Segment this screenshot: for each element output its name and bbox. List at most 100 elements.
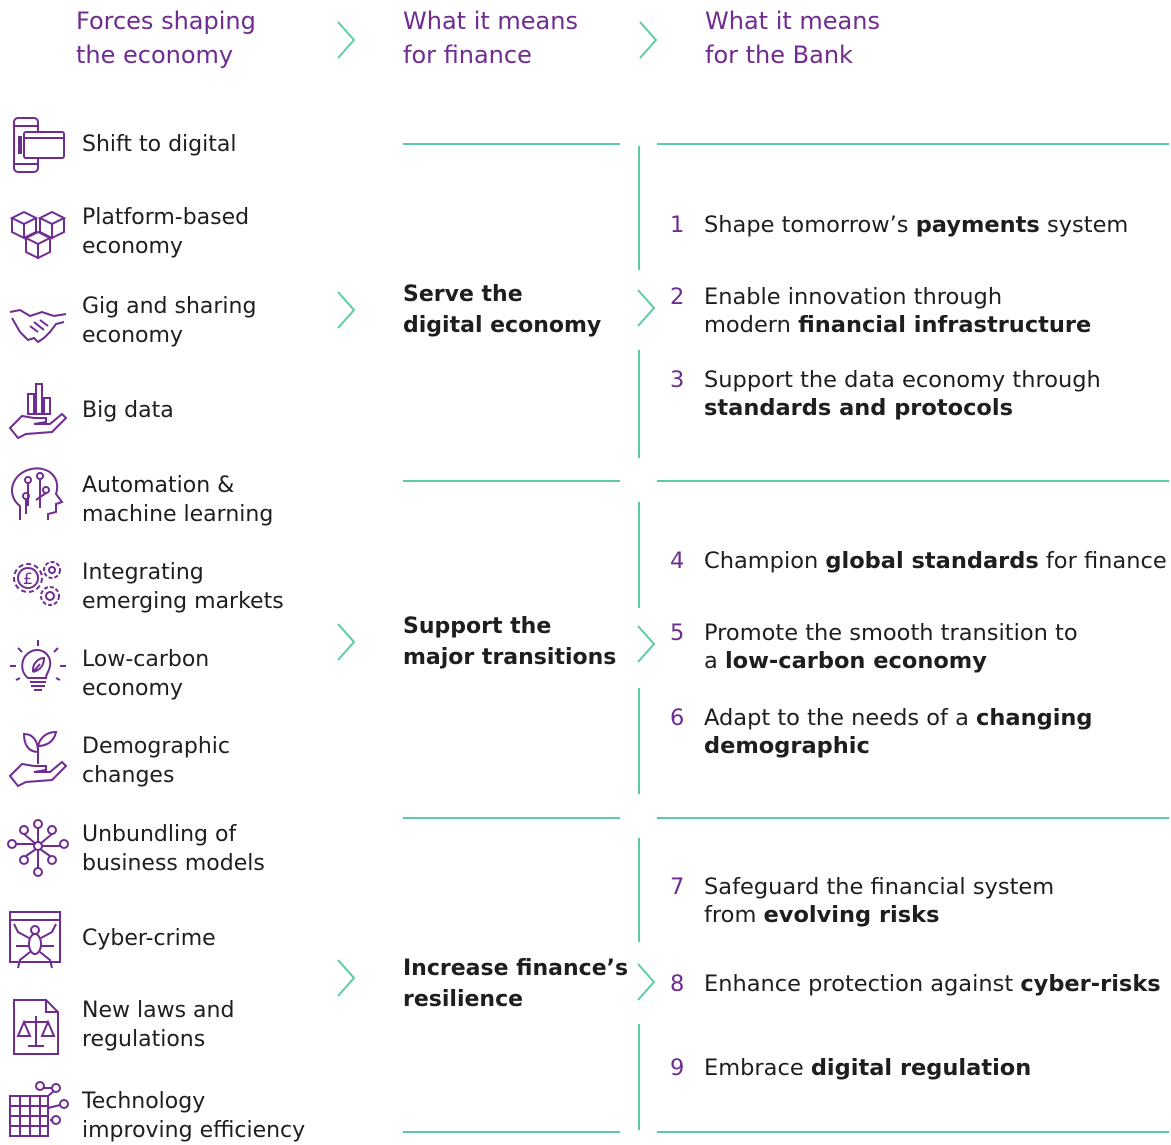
item-text-bold: financial infrastructure (798, 312, 1092, 338)
vertical-divider (638, 350, 640, 458)
item-text: Safeguard the financial system (704, 874, 1055, 900)
vertical-divider (638, 146, 640, 270)
document-scales-icon (13, 999, 59, 1055)
force-label: Platform-based (82, 205, 250, 230)
chevron-right-icon (337, 291, 356, 329)
item-text-bold: payments (915, 212, 1040, 238)
item-text: modern (704, 312, 799, 338)
lightbulb-leaf-icon (10, 640, 66, 691)
force-label: economy (82, 676, 183, 701)
force-item: Cyber-crime (82, 924, 216, 953)
force-label: Shift to digital (82, 132, 237, 157)
divider-finance (403, 817, 620, 819)
cubes-icon (9, 210, 67, 260)
item-text: Embrace (704, 1055, 811, 1081)
chevron-right-icon (337, 623, 356, 661)
item-text-bold: digital regulation (810, 1055, 1032, 1081)
theme-serve-digital: Serve the digital economy (403, 279, 601, 341)
item-text-bold: global standards (825, 548, 1039, 574)
item-text: Shape tomorrow’s (704, 212, 916, 238)
bug-window-icon (9, 911, 61, 969)
pound-gears-icon: £ (13, 561, 61, 606)
item-text: system (1039, 212, 1129, 238)
theme-resilience: Increase finance’s resilience (403, 953, 628, 1015)
force-label: Demographic (82, 734, 230, 759)
chevron-right-icon (337, 21, 356, 59)
header-finance-line1: What it means (403, 7, 578, 35)
network-nodes-icon (7, 819, 69, 877)
handshake-icon (9, 308, 67, 344)
item-number: 4 (670, 548, 685, 574)
force-label: Integrating (82, 560, 204, 585)
item-text-bold: demographic (704, 733, 870, 759)
theme-label: Increase finance’s (403, 956, 629, 981)
hand-plant-icon (8, 730, 68, 788)
force-item: Low-carbon economy (82, 645, 209, 703)
header-bank-line1: What it means (705, 7, 880, 35)
force-item: Automation & machine learning (82, 471, 273, 529)
grid-network-icon (9, 1081, 69, 1137)
header-finance-line2: for finance (403, 41, 532, 69)
item-text: Support the data economy through (704, 367, 1101, 393)
item-number: 1 (670, 212, 685, 238)
force-label: regulations (82, 1027, 206, 1052)
item-text: Enhance protection against (704, 971, 1021, 997)
item-number: 7 (670, 874, 685, 900)
header-bank-line2: for the Bank (705, 41, 853, 69)
item-text: for finance (1038, 548, 1167, 574)
force-item: Demographic changes (82, 732, 230, 790)
force-item: Gig and sharing economy (82, 292, 256, 350)
item-text: from (704, 902, 764, 928)
force-label: changes (82, 763, 175, 788)
force-label: Cyber-crime (82, 926, 216, 951)
vertical-divider (638, 688, 640, 794)
force-label: Gig and sharing (82, 294, 257, 319)
force-label: economy (82, 323, 183, 348)
theme-major-transitions: Support the major transitions (403, 611, 616, 673)
item-number: 5 (670, 620, 685, 646)
item-text: Enable innovation through (704, 284, 1003, 310)
force-item: Shift to digital (82, 130, 236, 159)
vertical-divider (638, 838, 640, 942)
theme-label: digital economy (403, 313, 602, 338)
divider-finance (403, 143, 620, 145)
svg-text:£: £ (23, 569, 33, 588)
theme-label: Support the (403, 614, 552, 639)
force-item: New laws and regulations (82, 996, 234, 1054)
force-label: New laws and (82, 998, 235, 1023)
force-item: Technology improving efficiency (82, 1087, 305, 1145)
theme-label: resilience (403, 987, 524, 1012)
chevron-right-icon (637, 289, 656, 327)
chevron-right-icon (639, 21, 658, 59)
header-forces: Forces shaping the economy (76, 4, 256, 72)
item-text-bold: low-carbon economy (724, 648, 987, 674)
header-forces-line2: the economy (76, 41, 234, 69)
force-label: improving efficiency (82, 1118, 306, 1143)
force-item: Unbundling of business models (82, 820, 265, 878)
theme-label: major transitions (403, 645, 617, 670)
item-number: 8 (670, 971, 685, 997)
item-text: a (704, 648, 725, 674)
force-label: Unbundling of (82, 822, 237, 847)
divider-bank (657, 1131, 1169, 1133)
item-number: 3 (670, 367, 685, 393)
force-label: Technology (82, 1089, 206, 1114)
divider-bank (657, 143, 1169, 145)
item-number: 2 (670, 284, 685, 310)
divider-finance (403, 480, 620, 482)
item-text-bold: standards and protocols (704, 395, 1013, 421)
chevron-right-icon (637, 963, 656, 1001)
item-text: Promote the smooth transition to (704, 620, 1078, 646)
divider-finance (403, 1131, 620, 1133)
header-bank: What it means for the Bank (705, 4, 880, 72)
item-text: Adapt to the needs of a (704, 705, 977, 731)
force-item: Big data (82, 396, 174, 425)
force-label: emerging markets (82, 589, 284, 614)
force-label: machine learning (82, 502, 274, 527)
item-text-bold: cyber-risks (1020, 971, 1161, 997)
vertical-divider (638, 502, 640, 608)
header-finance: What it means for finance (403, 4, 578, 72)
force-label: Low-carbon (82, 647, 210, 672)
header-forces-line1: Forces shaping (76, 7, 256, 35)
hand-chart-icon (8, 383, 68, 440)
